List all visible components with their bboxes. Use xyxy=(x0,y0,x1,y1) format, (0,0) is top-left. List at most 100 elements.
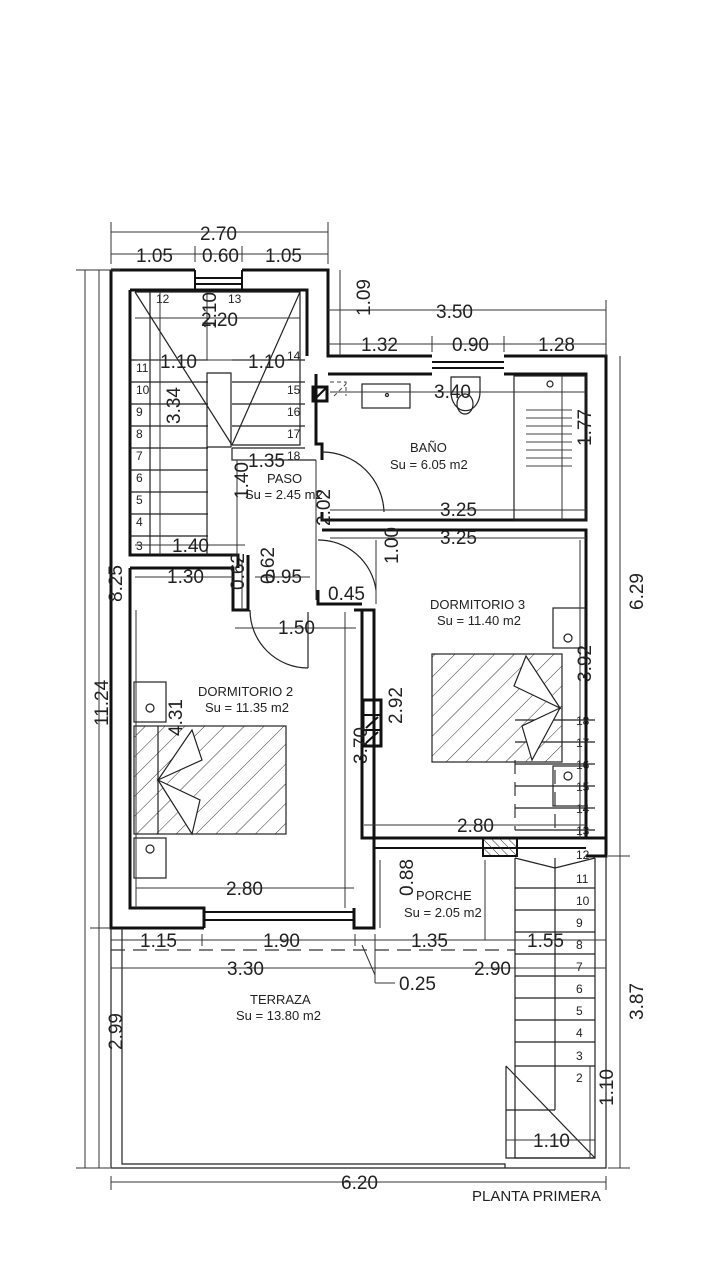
dim-095: 0.95 xyxy=(265,567,302,588)
duct-icon xyxy=(311,385,329,403)
exterior-stair-steps: 18 17 16 15 14 13 12 11 10 9 8 7 6 5 4 3… xyxy=(576,714,590,1085)
shower-tray-icon xyxy=(513,375,587,521)
terrace-outline xyxy=(110,856,607,1169)
interior-stair xyxy=(130,291,316,555)
dim-paso-height: 1.40 xyxy=(232,462,253,499)
step-label: 6 xyxy=(136,471,143,485)
step-label: 4 xyxy=(576,1026,583,1040)
step-label: 12 xyxy=(156,292,170,306)
dim-top-left: 1.05 xyxy=(136,246,173,267)
dim-bottom-a: 1.15 xyxy=(140,931,177,952)
room-name-porche: PORCHE xyxy=(416,888,472,903)
step-label: 8 xyxy=(136,427,143,441)
room-area-paso: Su = 2.45 m2 xyxy=(245,487,323,502)
dim-stair-width: 2.20 xyxy=(201,310,238,331)
dim-bano-left: 1.32 xyxy=(361,335,398,356)
dim-top-right: 1.05 xyxy=(265,246,302,267)
step-label: 11 xyxy=(576,872,589,886)
dim-bano-shower: 1.77 xyxy=(575,409,596,446)
room-area-bano: Su = 6.05 m2 xyxy=(390,457,468,472)
bed-icon xyxy=(133,725,287,835)
step-label: 15 xyxy=(287,383,301,397)
room-area-dorm3: Su = 11.40 m2 xyxy=(437,613,521,628)
dorm3-door-swing xyxy=(317,539,377,591)
dim-bano-bottom: 3.25 xyxy=(440,500,477,521)
dim-bottom-c: 1.35 xyxy=(411,931,448,952)
bed-icon xyxy=(431,653,563,763)
dim-paso-bottom: 1.40 xyxy=(172,536,209,557)
step-label: 5 xyxy=(136,493,143,507)
dim-dorm3-top: 3.25 xyxy=(440,528,477,549)
room-name-bano: BAÑO xyxy=(410,440,447,455)
room-area-dorm2: Su = 11.35 m2 xyxy=(205,700,289,715)
room-labels: BAÑO Su = 6.05 m2 PASO Su = 2.45 m2 DORM… xyxy=(198,440,525,1023)
dim-stair-length: 3.34 xyxy=(164,387,185,424)
nightstand-icon xyxy=(133,681,167,723)
dim-duct-292: 2.92 xyxy=(386,687,407,724)
dim-top-total: 2.70 xyxy=(200,224,237,245)
nightstand-icon xyxy=(133,837,167,879)
step-label: 6 xyxy=(576,982,583,996)
step-label: 9 xyxy=(576,916,583,930)
step-label: 17 xyxy=(576,736,590,750)
step-label: 4 xyxy=(136,515,143,529)
sink-icon xyxy=(361,383,411,409)
step-label: 10 xyxy=(576,894,590,908)
dim-terr-gap: 0.25 xyxy=(399,974,436,995)
doors xyxy=(249,451,385,669)
nightstand-icon xyxy=(552,765,586,807)
dim-ext-stair-h: 1.10 xyxy=(597,1069,618,1106)
step-label: 5 xyxy=(576,1004,583,1018)
dim-045: 0.45 xyxy=(328,584,365,605)
dim-bano-inner: 3.40 xyxy=(434,382,471,403)
step-label: 12 xyxy=(576,848,590,862)
dim-stair-depth: 1.10 xyxy=(200,292,221,329)
dim-bottom-b: 1.90 xyxy=(263,931,300,952)
interior-stair-steps: 11 10 9 8 7 6 5 4 3 12 13 14 15 16 17 18 xyxy=(136,292,301,553)
bano-door-swing xyxy=(321,451,385,513)
room-name-dorm3: DORMITORIO 3 xyxy=(430,597,525,612)
dim-130: 1.30 xyxy=(167,567,204,588)
dim-bano-total: 3.50 xyxy=(436,302,473,323)
dim-left-lower: 2.99 xyxy=(106,1013,127,1050)
step-label: 16 xyxy=(287,405,301,419)
dorm2-door-swing xyxy=(249,609,309,669)
bathroom-fixtures xyxy=(311,375,587,521)
step-label: 2 xyxy=(576,1071,583,1085)
dim-terr-left: 3.30 xyxy=(227,959,264,980)
dim-ext-stair-w: 1.10 xyxy=(533,1131,570,1152)
step-label: 18 xyxy=(287,449,301,463)
dim-bottom-total: 6.20 xyxy=(341,1173,378,1194)
column-hatch xyxy=(482,837,518,857)
step-label: 7 xyxy=(136,449,143,463)
dimension-lines xyxy=(76,222,630,1190)
room-name-paso: PASO xyxy=(267,471,302,486)
dorm3-bed xyxy=(431,607,586,807)
dim-door-100: 1.00 xyxy=(382,527,403,564)
step-label: 14 xyxy=(576,802,590,816)
dim-top-window: 0.60 xyxy=(202,246,239,267)
step-label: 14 xyxy=(287,349,301,363)
dim-dorm2-inner: 3.70 xyxy=(351,727,372,764)
dim-stair-landing: 1.35 xyxy=(248,451,285,472)
dim-dorm3-bottom: 2.80 xyxy=(457,816,494,837)
dim-bottom-d: 1.55 xyxy=(527,931,564,952)
room-name-dorm2: DORMITORIO 2 xyxy=(198,684,293,699)
dim-062a: 0.62 xyxy=(228,553,249,590)
step-label: 18 xyxy=(576,714,590,728)
step-label: 10 xyxy=(136,383,150,397)
dim-stair-half-left: 1.10 xyxy=(160,352,197,373)
dim-bano-right: 1.28 xyxy=(538,335,575,356)
dim-dorm2-bottom: 2.80 xyxy=(226,879,263,900)
vertical-duct xyxy=(361,698,383,748)
step-label: 16 xyxy=(576,758,590,772)
drawing-title: PLANTA PRIMERA xyxy=(472,1188,601,1205)
step-label: 9 xyxy=(136,405,143,419)
dim-right-upper: 6.29 xyxy=(627,573,648,610)
room-area-terraza: Su = 13.80 m2 xyxy=(236,1008,321,1023)
dim-terr-right: 2.90 xyxy=(474,959,511,980)
dim-bano-window: 0.90 xyxy=(452,335,489,356)
step-label: 15 xyxy=(576,780,590,794)
room-area-porche: Su = 2.05 m2 xyxy=(404,905,482,920)
